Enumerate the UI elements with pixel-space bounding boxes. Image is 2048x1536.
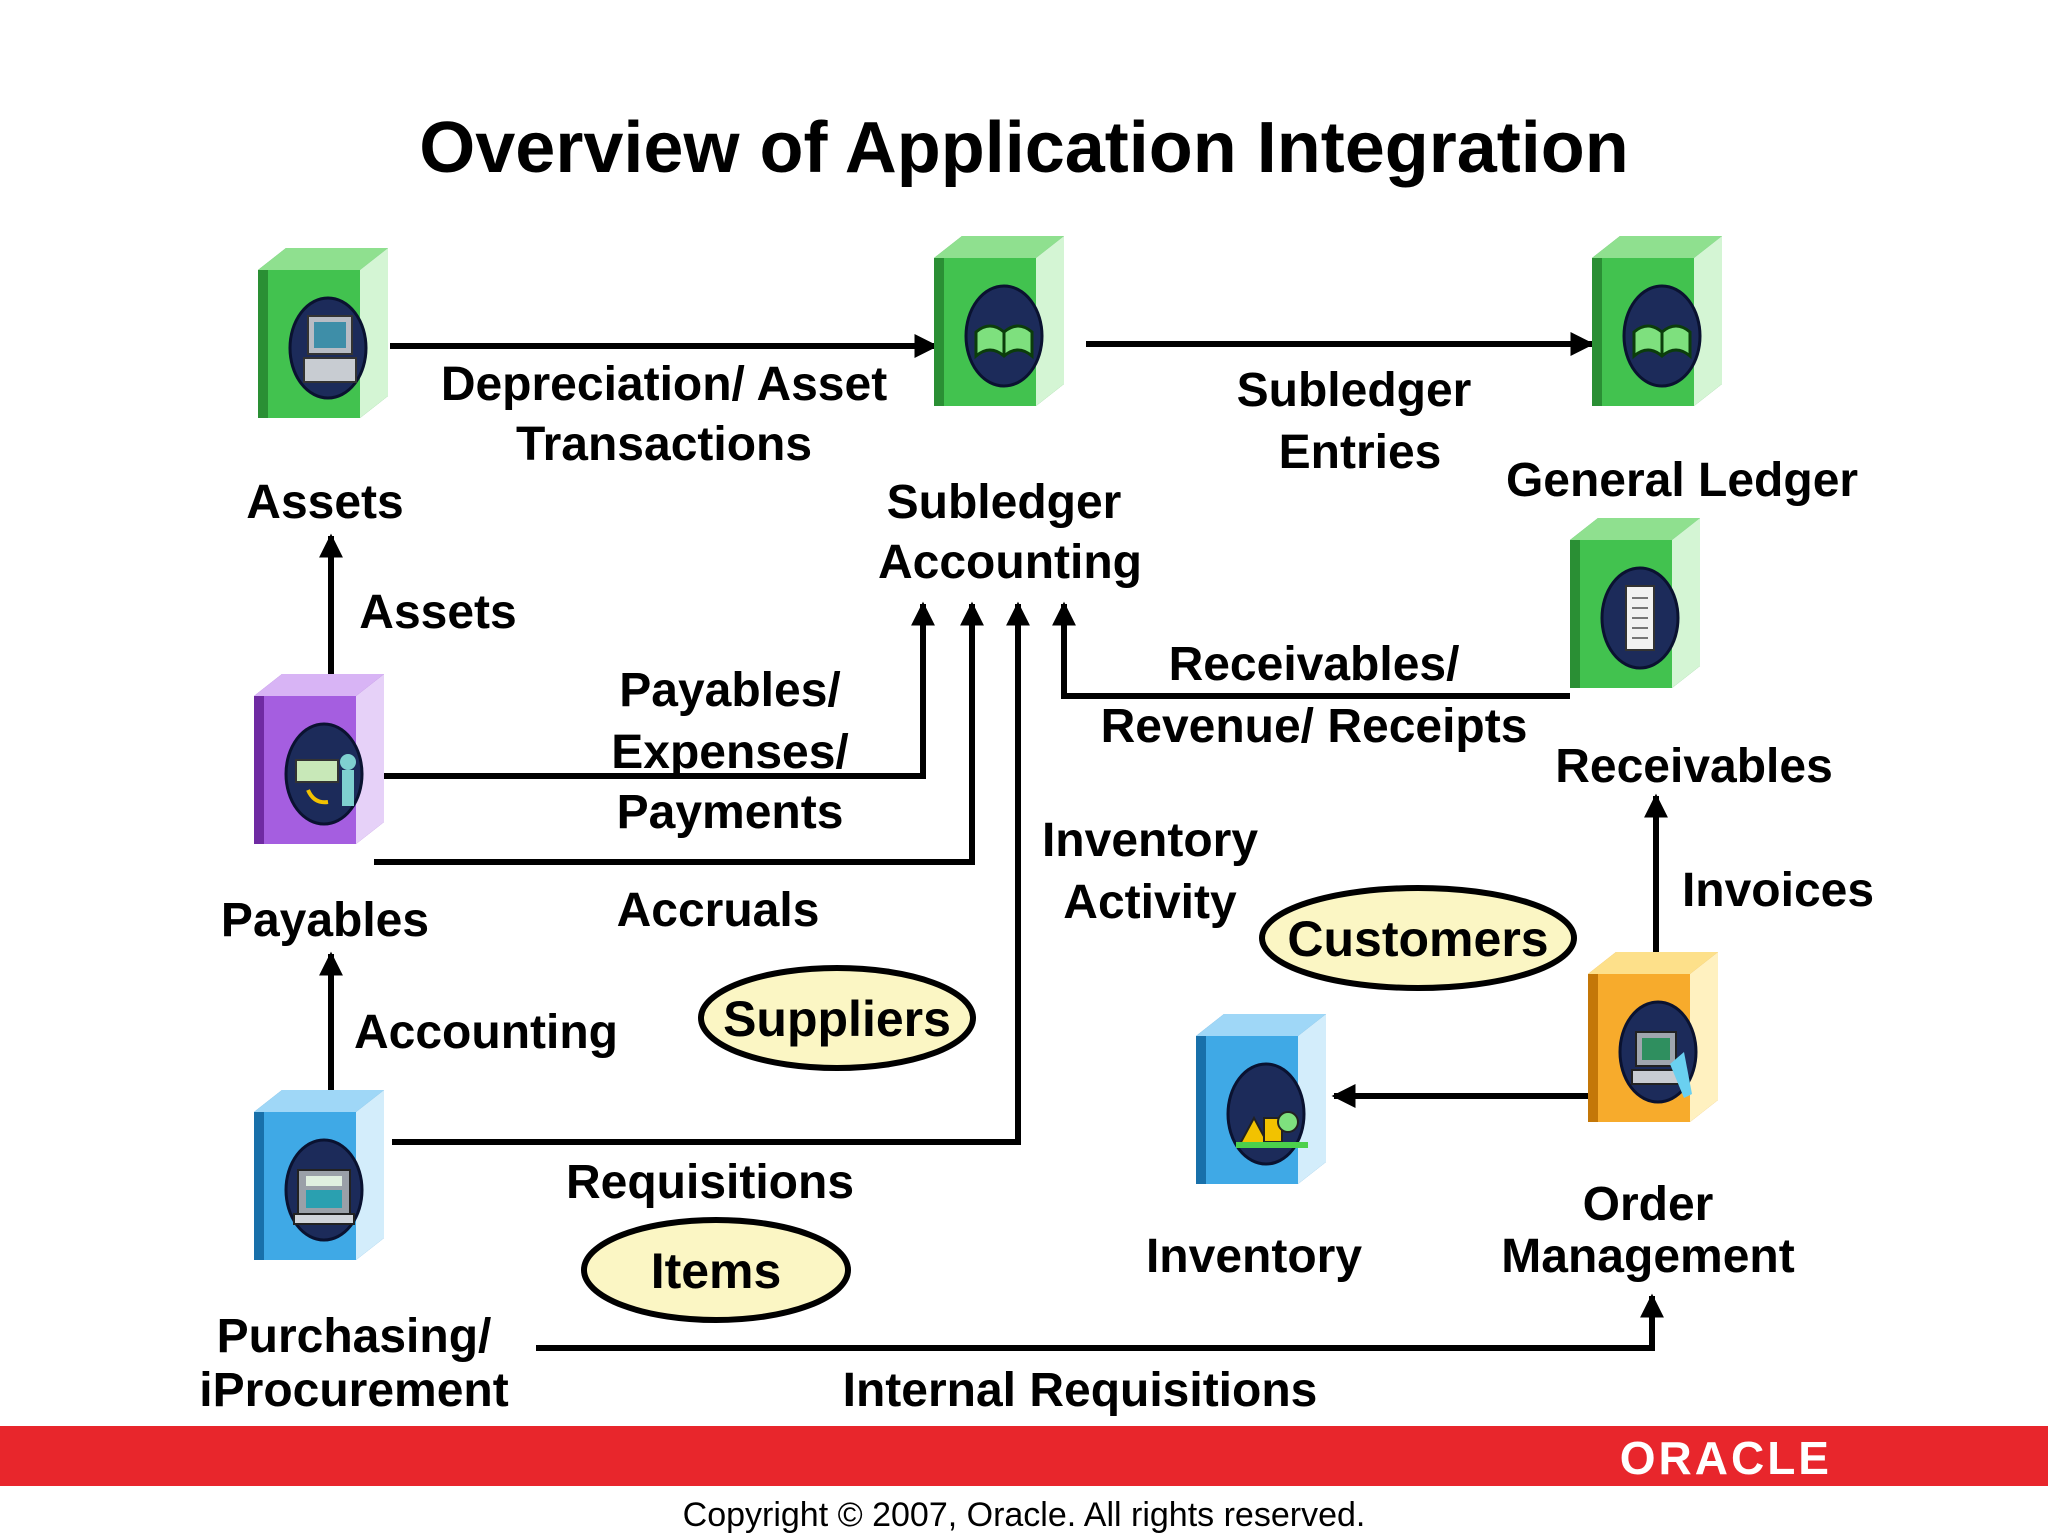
flow-internal-requisitions: Internal Requisitions — [843, 1364, 1318, 1417]
arrow-receivables-to-subledger — [1052, 601, 1570, 699]
arrow-internal-requisitions — [536, 1293, 1664, 1351]
module-receivables[interactable] — [1570, 518, 1700, 688]
flow-depreciation-1: Depreciation/ Asset — [441, 358, 887, 411]
label-receivables: Receivables — [1555, 740, 1833, 793]
module-general-ledger[interactable] — [1592, 236, 1722, 406]
flow-lines — [319, 332, 1668, 1351]
payment-icon — [295, 754, 356, 806]
page-title: Overview of Application Integration — [419, 108, 1628, 188]
terminal-icon — [1631, 1031, 1692, 1098]
oval-items-label: Items — [651, 1243, 782, 1299]
label-purchasing-1: Purchasing/ — [217, 1310, 492, 1363]
document-icon — [1625, 585, 1655, 651]
flow-inventory-activity-1: Inventory — [1042, 814, 1258, 867]
oval-customers: Customers — [1259, 885, 1577, 991]
computer-icon — [303, 315, 357, 383]
label-general-ledger: General Ledger — [1506, 454, 1858, 507]
flow-payables-3: Payments — [617, 786, 844, 839]
module-assets[interactable] — [258, 248, 388, 418]
module-purchasing[interactable] — [254, 1090, 384, 1260]
label-inventory: Inventory — [1146, 1230, 1362, 1283]
flow-receivables-2: Revenue/ Receipts — [1101, 700, 1528, 753]
label-subledger-1: Subledger — [887, 476, 1122, 529]
module-payables[interactable] — [254, 674, 384, 844]
shapes-icon — [1236, 1111, 1308, 1148]
flow-subledger-entries-2: Entries — [1279, 426, 1442, 479]
flow-payables-1: Payables/ — [619, 664, 840, 717]
arrow-accruals-to-subledger — [374, 601, 984, 865]
flow-inventory-activity-2: Activity — [1063, 876, 1237, 929]
flow-accounting: Accounting — [354, 1006, 618, 1059]
oracle-logo: ORACLE — [1620, 1432, 1832, 1484]
flow-invoices: Invoices — [1682, 864, 1874, 917]
oval-suppliers: Suppliers — [698, 965, 976, 1071]
module-inventory[interactable] — [1196, 1014, 1326, 1184]
label-order-2: Management — [1501, 1230, 1794, 1283]
flow-subledger-entries-1: Subledger — [1237, 364, 1472, 417]
module-subledger-accounting[interactable] — [934, 236, 1064, 406]
label-order-1: Order — [1583, 1178, 1714, 1231]
copyright: Copyright © 2007, Oracle. All rights res… — [683, 1496, 1366, 1534]
oval-customers-label: Customers — [1287, 911, 1548, 967]
open-book-icon — [1632, 324, 1692, 360]
label-assets: Assets — [246, 476, 403, 529]
label-payables: Payables — [221, 894, 429, 947]
flow-receivables-1: Receivables/ — [1169, 638, 1460, 691]
arrow-purchasing-to-subledger — [392, 601, 1030, 1145]
flow-depreciation-2: Transactions — [516, 418, 812, 471]
oval-items: Items — [581, 1217, 851, 1323]
label-subledger-2: Accounting — [878, 536, 1142, 589]
oval-suppliers-label: Suppliers — [723, 991, 951, 1047]
flow-payables-2: Expenses/ — [611, 726, 848, 779]
cash-register-icon — [293, 1169, 355, 1225]
flow-assets: Assets — [359, 586, 516, 639]
footer-banner — [0, 1426, 2048, 1486]
open-book-icon — [974, 324, 1034, 360]
flow-requisitions: Requisitions — [566, 1156, 854, 1209]
label-purchasing-2: iProcurement — [199, 1364, 508, 1417]
module-order-management[interactable] — [1588, 952, 1718, 1122]
flow-accruals: Accruals — [617, 884, 820, 937]
arrow-payables-to-subledger — [380, 601, 935, 779]
